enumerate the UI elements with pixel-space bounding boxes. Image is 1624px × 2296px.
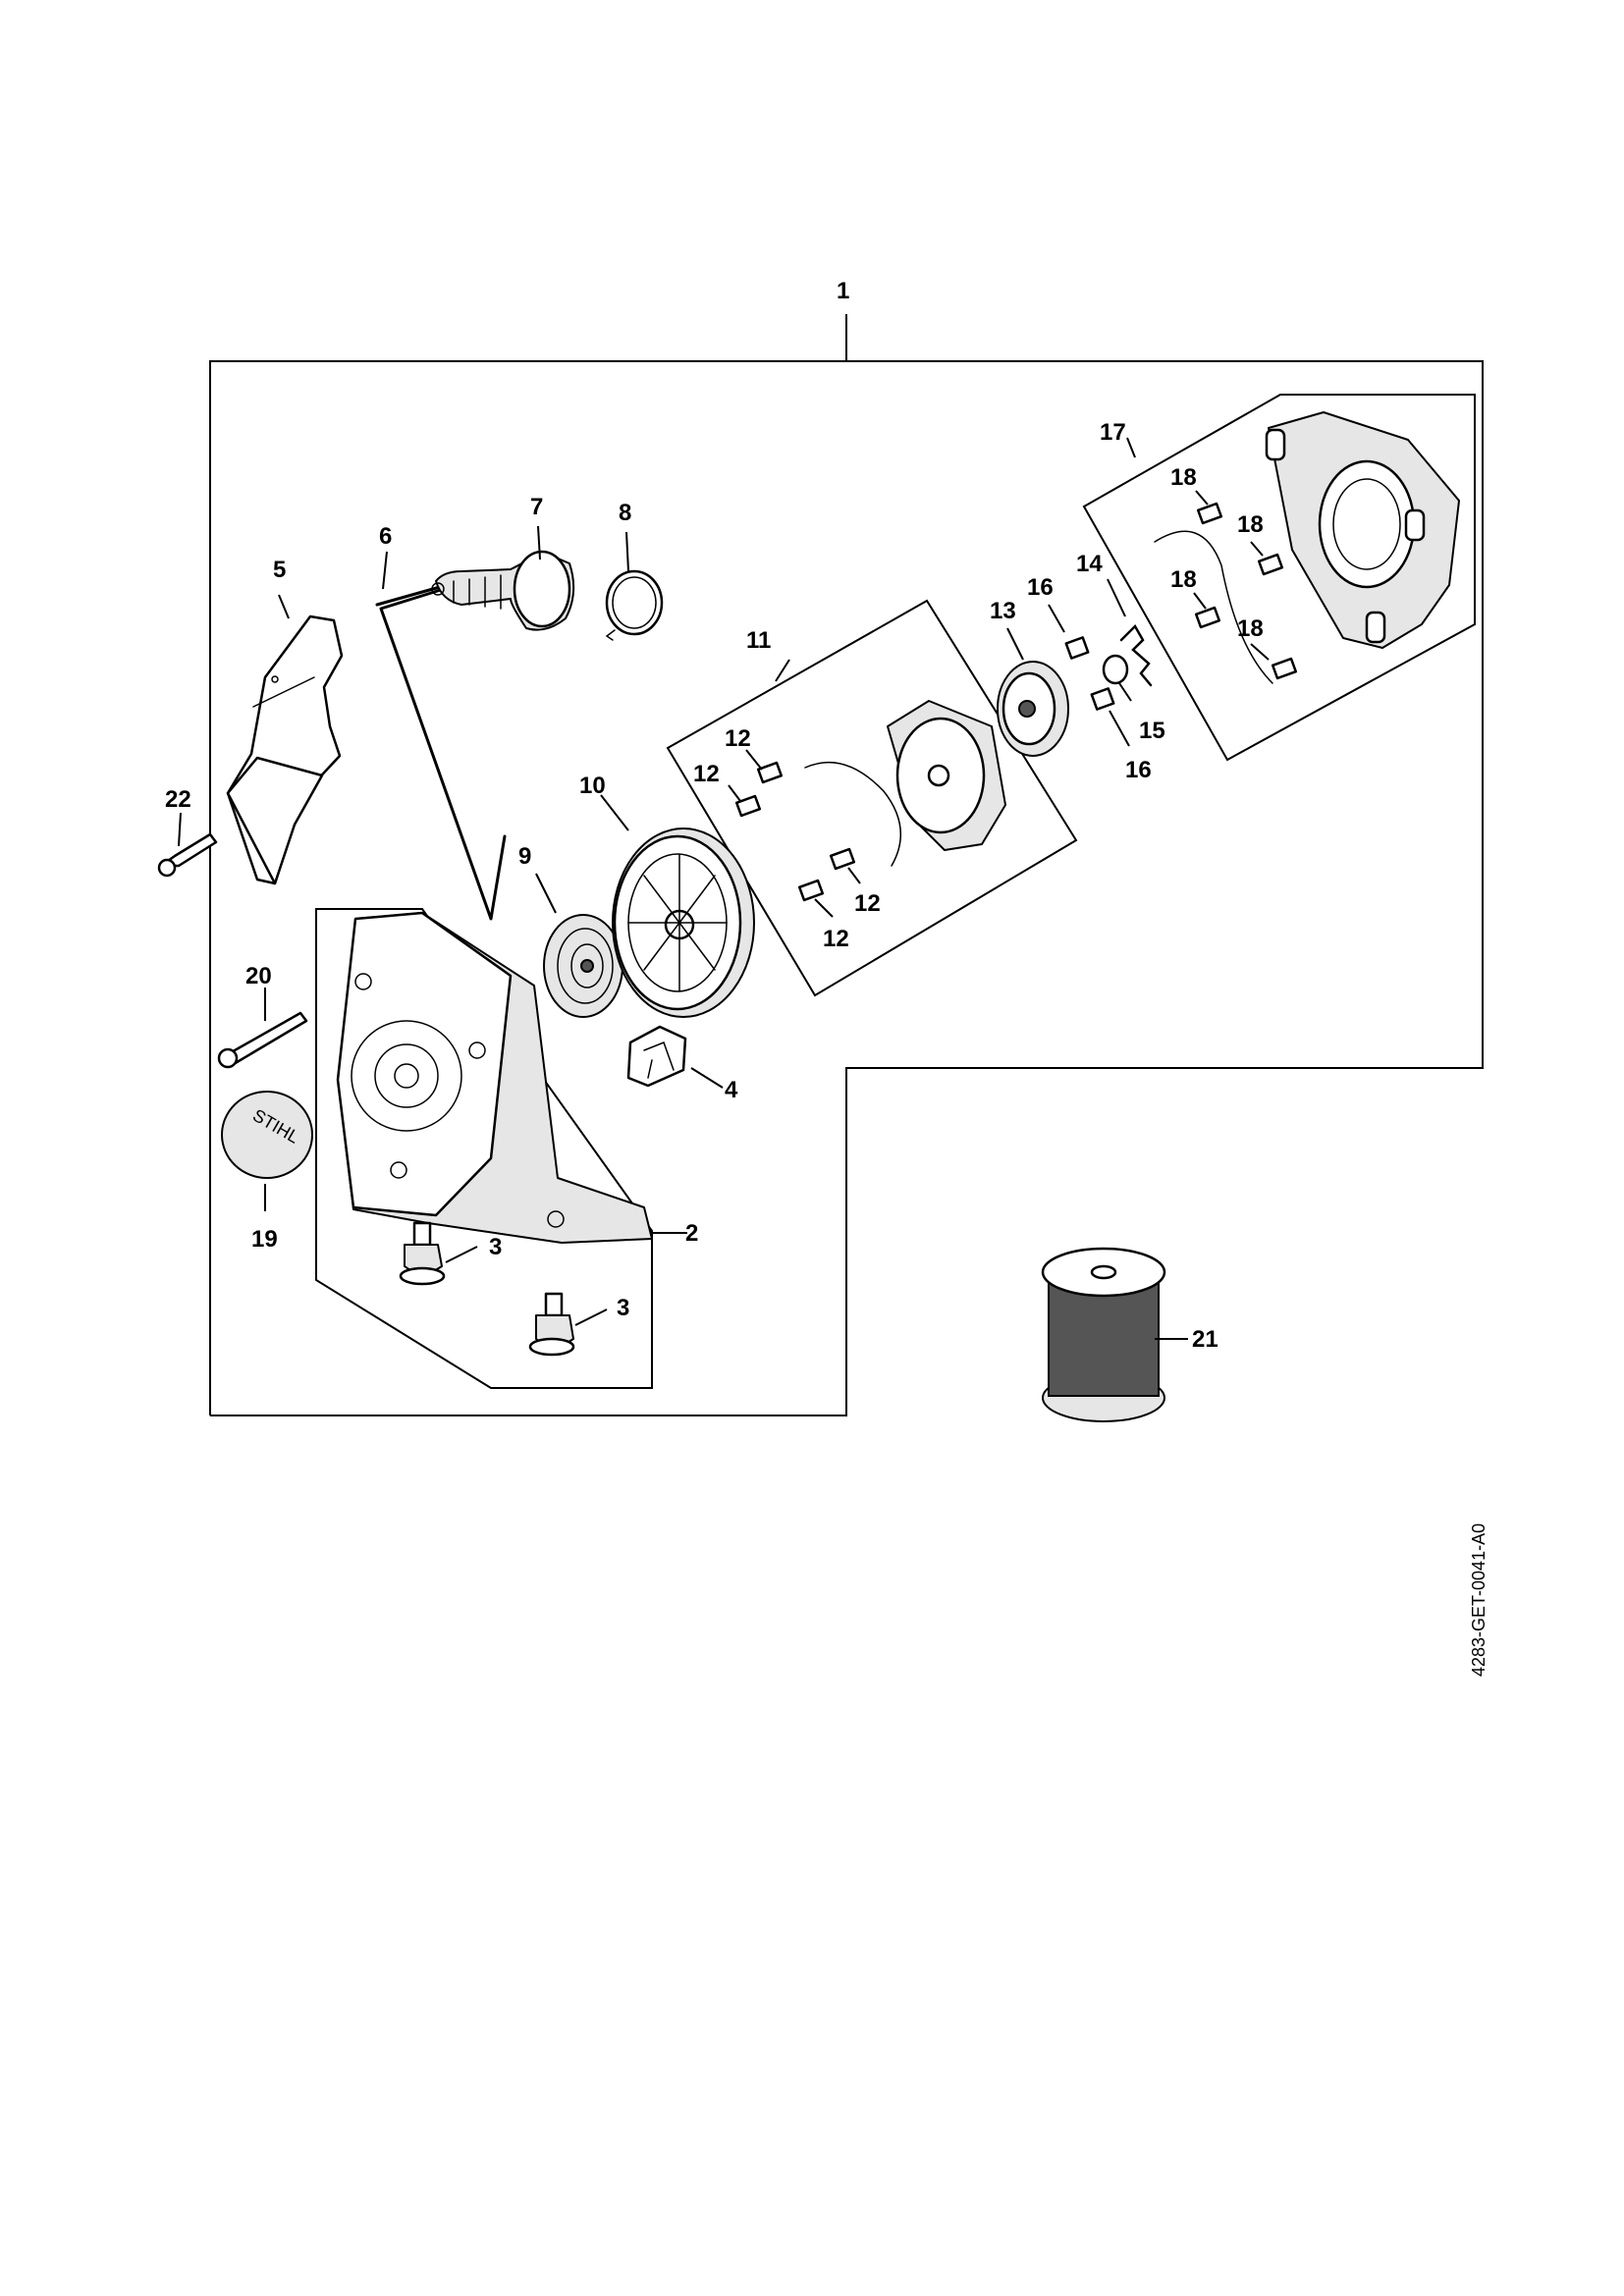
- callout-1: 1: [837, 278, 849, 304]
- drive-plate: [997, 661, 1069, 757]
- callout-12b: 12: [693, 761, 720, 787]
- washer-15: [1102, 654, 1129, 685]
- callout-18d: 18: [1237, 615, 1264, 642]
- rubber-buffer-a: [399, 1221, 446, 1286]
- callout-18b: 18: [1237, 511, 1264, 538]
- spring-clip: [605, 569, 664, 641]
- rewind-spring: [543, 914, 623, 1018]
- rope-handle: [431, 550, 575, 631]
- callout-12a: 12: [725, 725, 751, 752]
- callout-8: 8: [619, 500, 631, 526]
- logo-plate: STIHL: [221, 1091, 313, 1179]
- pawl-12-a: [756, 761, 784, 784]
- pawl-16-lower: [1090, 687, 1115, 711]
- callout-5: 5: [273, 557, 286, 583]
- pawl-18-c: [1194, 606, 1221, 629]
- callout-13: 13: [990, 598, 1016, 624]
- spring-14: [1119, 623, 1153, 687]
- guard-bracket: [226, 614, 344, 885]
- screw-22: [157, 832, 218, 878]
- drawing-code: 4283-GET-0041-A0: [1469, 1523, 1489, 1677]
- rubber-buffer-b: [528, 1292, 575, 1357]
- pawl-12-b: [734, 794, 762, 818]
- rotor-assembly: [804, 700, 1006, 867]
- fan-housing-frame: [315, 908, 653, 1389]
- fan-housing-cover: [336, 911, 653, 1244]
- callout-11: 11: [746, 627, 771, 654]
- callout-9: 9: [518, 843, 531, 870]
- callout-16b: 16: [1125, 757, 1152, 783]
- callout-16a: 16: [1027, 574, 1054, 601]
- callout-20: 20: [245, 963, 272, 989]
- callout-4: 4: [725, 1077, 738, 1103]
- callout-22: 22: [165, 786, 191, 813]
- pawl-carrier: [626, 1025, 687, 1088]
- starter-housing-frame: [1082, 394, 1476, 762]
- pawl-12-d: [797, 879, 825, 902]
- rope-rotor: [612, 828, 755, 1018]
- callout-18a: 18: [1170, 464, 1197, 491]
- leader-lines: [178, 437, 1270, 1340]
- spring-wire: [375, 585, 507, 921]
- callout-10: 10: [579, 773, 606, 799]
- rope-spool: [1041, 1247, 1166, 1422]
- pawl-18-a: [1196, 502, 1223, 525]
- screw-20: [217, 1011, 308, 1069]
- callout-7: 7: [530, 494, 543, 520]
- pawl-18-d: [1271, 657, 1298, 680]
- callout-21: 21: [1192, 1326, 1218, 1353]
- pawl-18-b: [1257, 553, 1284, 576]
- callout-18c: 18: [1170, 566, 1197, 593]
- callout-12d: 12: [823, 926, 849, 952]
- callout-6: 6: [379, 523, 392, 550]
- callout-12c: 12: [854, 890, 881, 917]
- callout-3b: 3: [617, 1295, 629, 1321]
- rope-rotor-frame: [666, 599, 1078, 997]
- callout-labels: 1 2 3 3 4 5 6 7 8 9 10 11 12 12 12 12 13…: [165, 278, 1264, 1353]
- assembly-frame: [209, 314, 1484, 1416]
- callout-15: 15: [1139, 718, 1165, 744]
- starter-housing: [1154, 411, 1460, 684]
- pawl-12-c: [829, 847, 856, 871]
- callout-17: 17: [1100, 419, 1126, 446]
- callout-14: 14: [1076, 551, 1103, 577]
- callout-2: 2: [685, 1220, 698, 1247]
- callout-3a: 3: [489, 1234, 502, 1260]
- callout-19: 19: [251, 1226, 278, 1253]
- pawl-16-upper: [1064, 636, 1090, 660]
